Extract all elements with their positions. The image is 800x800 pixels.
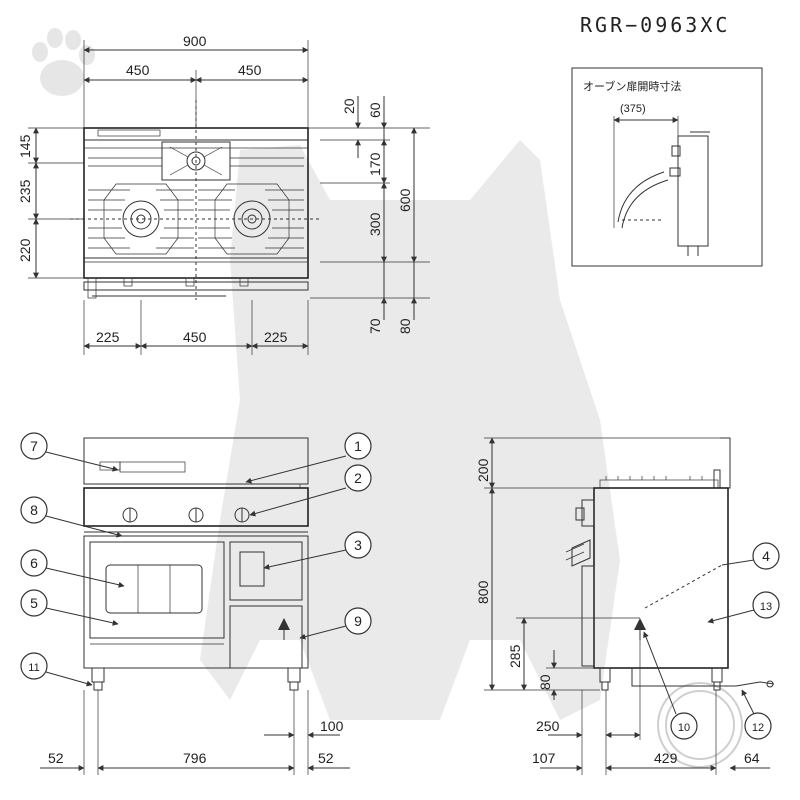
dim-70: 70	[367, 318, 383, 334]
inset-dimension: (375)	[620, 103, 646, 115]
dim-250: 250	[536, 718, 560, 734]
side-view	[565, 437, 775, 691]
model-title: RGR−0963XC	[580, 13, 730, 37]
svg-text:9: 9	[354, 613, 362, 629]
svg-text:3: 3	[354, 537, 362, 553]
dim-225-left: 225	[96, 329, 120, 345]
dim-429: 429	[654, 750, 678, 766]
svg-text:5: 5	[30, 595, 38, 611]
dim-300: 300	[367, 212, 383, 236]
callout-13: 13	[707, 591, 780, 624]
dim-450-right: 450	[238, 62, 262, 78]
callout-7: 7	[20, 432, 119, 472]
dim-600: 600	[397, 188, 413, 212]
oven-door-inset: オーブン扉開時寸法 (375)	[571, 67, 763, 267]
dim-145: 145	[17, 134, 33, 158]
dim-64: 64	[744, 750, 760, 766]
callout-10: 10	[643, 631, 698, 740]
dim-60: 60	[367, 102, 383, 118]
dim-100: 100	[320, 718, 344, 734]
callout-5: 5	[20, 589, 119, 626]
dim-450-bottom: 450	[183, 329, 207, 345]
dim-170: 170	[367, 152, 383, 176]
callout-1: 1	[245, 432, 372, 484]
svg-text:6: 6	[30, 555, 38, 571]
dim-900: 900	[183, 33, 207, 49]
dim-80-side: 80	[537, 674, 553, 690]
front-dimensions: 52 796 52 100	[40, 690, 350, 775]
paw-logo-icon	[32, 28, 95, 96]
front-view	[83, 437, 309, 691]
top-dimensions: 900 450 450 145 235 220 20 60 170 300	[17, 33, 430, 355]
dim-52-left: 52	[48, 750, 64, 766]
dim-200: 200	[475, 458, 491, 482]
svg-text:4: 4	[762, 548, 770, 564]
callout-2: 2	[249, 464, 372, 517]
knob-1	[122, 507, 138, 523]
svg-text:10: 10	[678, 722, 690, 734]
dim-796: 796	[183, 750, 207, 766]
callout-12: 12	[741, 689, 772, 740]
callout-3: 3	[263, 531, 372, 570]
svg-text:11: 11	[28, 662, 39, 674]
callout-11: 11	[20, 652, 93, 687]
dim-450-left: 450	[126, 62, 150, 78]
dim-220: 220	[17, 238, 33, 262]
svg-text:8: 8	[30, 502, 38, 518]
callout-8: 8	[20, 496, 123, 538]
dim-225-right: 225	[264, 329, 288, 345]
callout-6: 6	[20, 549, 125, 588]
top-view	[70, 100, 320, 300]
callouts: 1 2 3 9 7 8 6	[20, 432, 780, 740]
knob-3	[234, 507, 250, 523]
dim-80: 80	[397, 318, 413, 334]
svg-text:1: 1	[354, 438, 362, 454]
knob-2	[188, 507, 204, 523]
callout-9: 9	[299, 607, 372, 640]
dim-285: 285	[507, 644, 523, 668]
svg-text:7: 7	[30, 438, 38, 454]
svg-text:2: 2	[354, 470, 362, 486]
dim-20: 20	[341, 98, 357, 114]
side-dimensions: 200 800 285 80 250 107 429 64	[475, 437, 770, 775]
inset-title: オーブン扉開時寸法	[583, 79, 681, 93]
dim-800: 800	[475, 580, 491, 604]
callout-4: 4	[721, 542, 780, 570]
dim-235: 235	[17, 179, 33, 203]
dim-52-right: 52	[318, 750, 334, 766]
watermark-cat-silhouette	[200, 140, 620, 720]
svg-text:13: 13	[760, 601, 772, 613]
dim-107: 107	[532, 750, 556, 766]
svg-text:12: 12	[752, 722, 764, 734]
